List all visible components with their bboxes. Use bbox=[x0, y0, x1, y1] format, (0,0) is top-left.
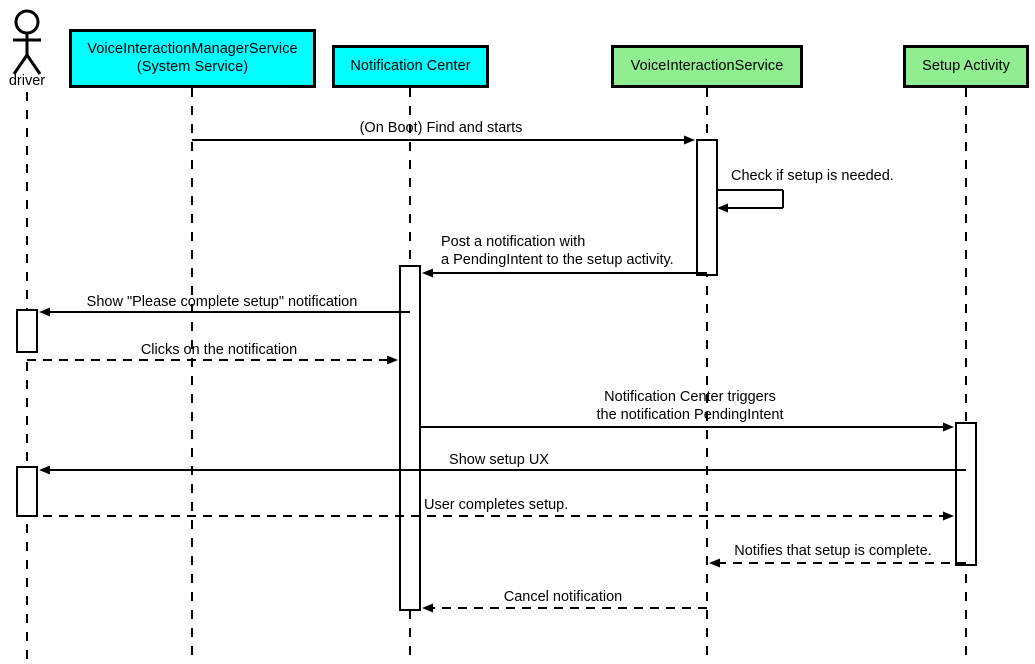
arrowhead-m5 bbox=[387, 355, 398, 365]
actor-head bbox=[14, 9, 40, 35]
message-label-m2: Check if setup is needed. bbox=[731, 168, 894, 184]
arrowhead-m7 bbox=[39, 465, 50, 475]
arrowhead-m3 bbox=[422, 268, 433, 278]
participant-box-notif[interactable]: Notification Center bbox=[332, 45, 489, 88]
arrowhead-m10 bbox=[422, 603, 433, 613]
driver-actor-icon bbox=[12, 9, 42, 75]
arrowhead-m4 bbox=[39, 307, 50, 317]
actor-label-driver: driver bbox=[8, 73, 46, 89]
message-label-m1: (On Boot) Find and starts bbox=[359, 120, 523, 136]
message-label-m8: User completes setup. bbox=[424, 497, 569, 513]
message-label-m5: Clicks on the notification bbox=[140, 342, 298, 358]
message-label-m7: Show setup UX bbox=[449, 452, 549, 468]
message-label-m6: Notification Center triggers the notific… bbox=[596, 389, 784, 423]
participant-box-vims[interactable]: VoiceInteractionManagerService (System S… bbox=[69, 29, 316, 88]
arrowhead-m1 bbox=[684, 135, 695, 145]
arrowhead-m8 bbox=[943, 511, 954, 521]
actor-leg-right bbox=[25, 54, 42, 75]
activation-bar-notif bbox=[399, 265, 421, 611]
activation-bar-setup bbox=[955, 422, 977, 566]
activation-bar-driver bbox=[16, 466, 38, 517]
activation-bar-driver bbox=[16, 309, 38, 353]
message-label-m3: Post a notification with a PendingIntent… bbox=[441, 234, 674, 268]
arrowhead-m2 bbox=[717, 203, 728, 213]
activation-bar-vis bbox=[696, 139, 718, 276]
actor-leg-left bbox=[12, 54, 29, 75]
message-label-m9: Notifies that setup is complete. bbox=[734, 543, 932, 559]
activation-bars-group bbox=[16, 139, 977, 611]
participant-box-vis[interactable]: VoiceInteractionService bbox=[611, 45, 803, 88]
message-lines-group bbox=[27, 135, 966, 613]
message-label-m4: Show "Please complete setup" notificatio… bbox=[86, 294, 358, 310]
arrowhead-m9 bbox=[709, 558, 720, 568]
arrowhead-m6 bbox=[943, 422, 954, 432]
participant-box-setup[interactable]: Setup Activity bbox=[903, 45, 1029, 88]
message-label-m10: Cancel notification bbox=[503, 589, 623, 605]
